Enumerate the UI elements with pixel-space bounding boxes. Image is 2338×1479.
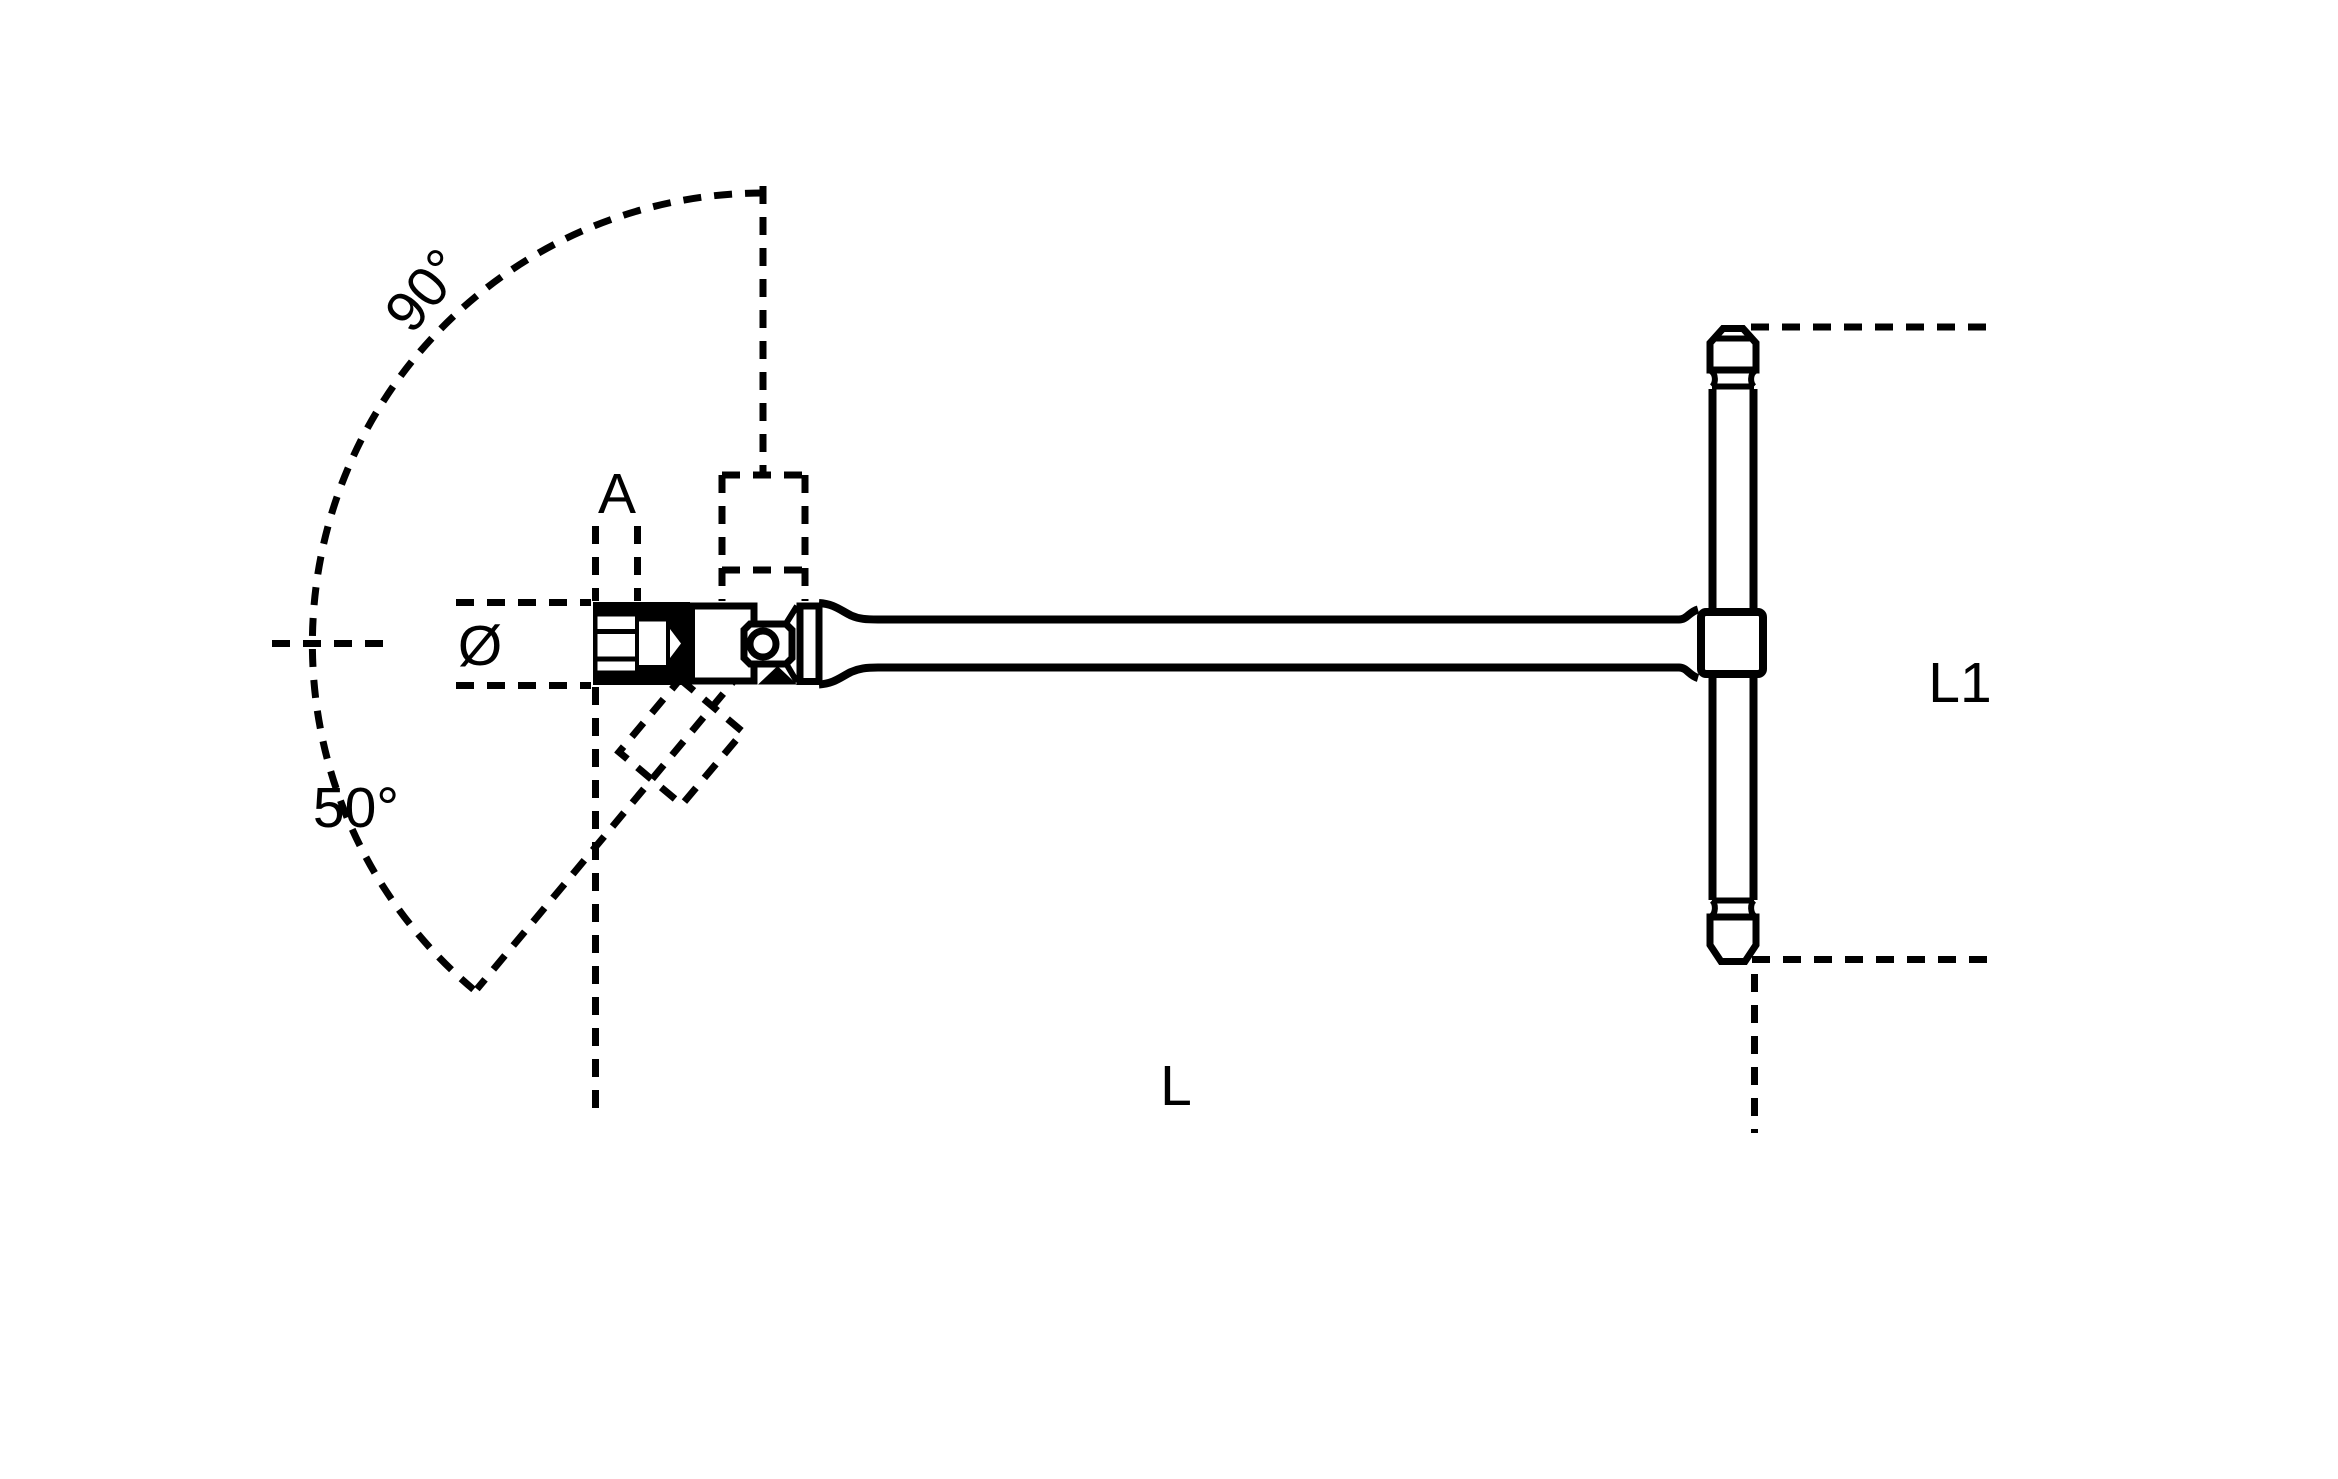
shaft-group [818, 599, 1700, 689]
handle-knob-bottom [1706, 913, 1760, 965]
joint-fork-edges [784, 604, 800, 684]
label-dim-l1: L1 [1928, 651, 1991, 715]
universal-joint-group [688, 602, 823, 685]
socket-group [593, 602, 690, 685]
joint-lower-notch [758, 666, 797, 685]
construction-lines-group [272, 186, 1988, 1133]
shaft-top-profile [818, 599, 1700, 624]
drive-detent-notch [670, 629, 681, 658]
hex-opening-facet-lines [597, 629, 635, 662]
label-dim-a: A [598, 462, 636, 526]
line-50-position [474, 643, 766, 992]
t-handle-group [1697, 325, 1767, 965]
joint-flange [796, 602, 823, 685]
joint-pivot-pin [746, 627, 780, 661]
swivel-arc [308, 189, 764, 993]
ghost-socket-50 [614, 674, 748, 810]
label-dim-diameter: Ø [458, 614, 502, 678]
hex-opening [597, 616, 635, 671]
handle-hub [1697, 608, 1767, 678]
handle-knob-top [1706, 325, 1760, 374]
square-drive-hole [639, 621, 666, 665]
shaft-bottom-profile [818, 663, 1700, 689]
label-angle-50: 50° [313, 776, 399, 840]
label-dim-l: L [1160, 1054, 1192, 1118]
